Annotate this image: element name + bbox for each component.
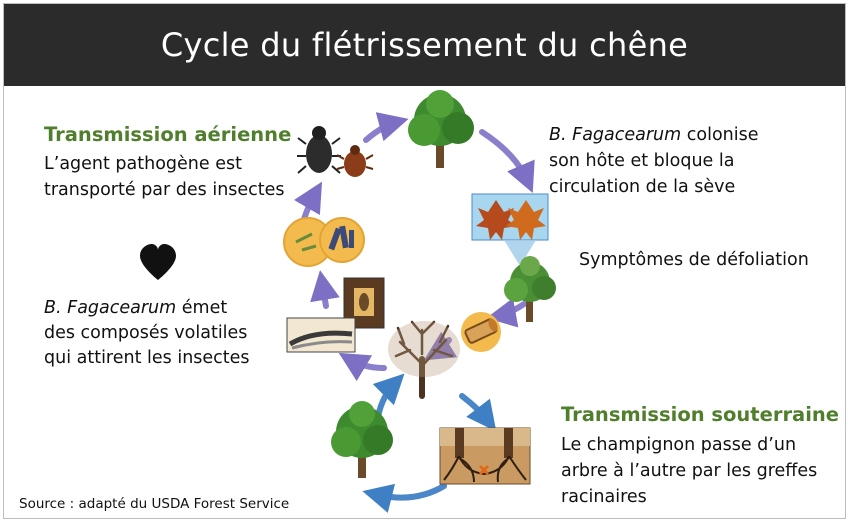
volatile-line-1: B. Fagacearum émet [44,295,227,321]
title-bar: Cycle du flétrissement du chêne [4,4,845,86]
aerial-line-1: L’agent pathogène est [44,154,242,174]
underground-line-3: racinaires [561,487,647,507]
dead-tree-icon [388,320,460,399]
source-credit: Source : adapté du USDA Forest Service [19,496,290,512]
colonise-line-3: circulation de la sève [549,177,736,197]
species-name: B. Fagacearum [549,125,682,145]
colonise-line-2: son hôte et bloque la [549,151,735,171]
beetle-icon [336,145,374,177]
underground-line-2: arbre à l’autre par les greffes [561,461,818,481]
leaf-icon [471,193,549,266]
root-graft-icon [439,427,531,485]
beetle-icon [297,126,341,174]
spore-icon [283,217,365,267]
underground-line-1: Le champignon passe d’un [561,435,797,455]
tree-icon [331,401,393,478]
tree-icon [408,90,474,168]
volatile-line-3: qui attirent les insectes [44,348,250,368]
underground-heading: Transmission souterraine [561,403,840,426]
aerial-line-2: transporté par des insectes [44,180,285,200]
cycle-illustration [140,90,556,513]
symptoms-label: Symptômes de défoliation [579,250,809,270]
bark-crack-icon [286,317,356,353]
heart-icon [140,244,176,280]
volatile-line-2: des composés volatiles [44,323,248,343]
log-section-icon [461,312,501,352]
aerial-heading: Transmission aérienne [44,123,292,146]
colonise-line-1-rest: colonise [681,125,759,145]
species-name: B. Fagacearum [44,298,177,318]
volatile-line-1-rest: émet [176,298,228,318]
colonise-line-1: B. Fagacearum colonise [549,122,759,148]
diagram-frame: Cycle du flétrissement du chêne [3,3,846,519]
page-title: Cycle du flétrissement du chêne [160,26,689,64]
tree-icon [504,256,556,322]
